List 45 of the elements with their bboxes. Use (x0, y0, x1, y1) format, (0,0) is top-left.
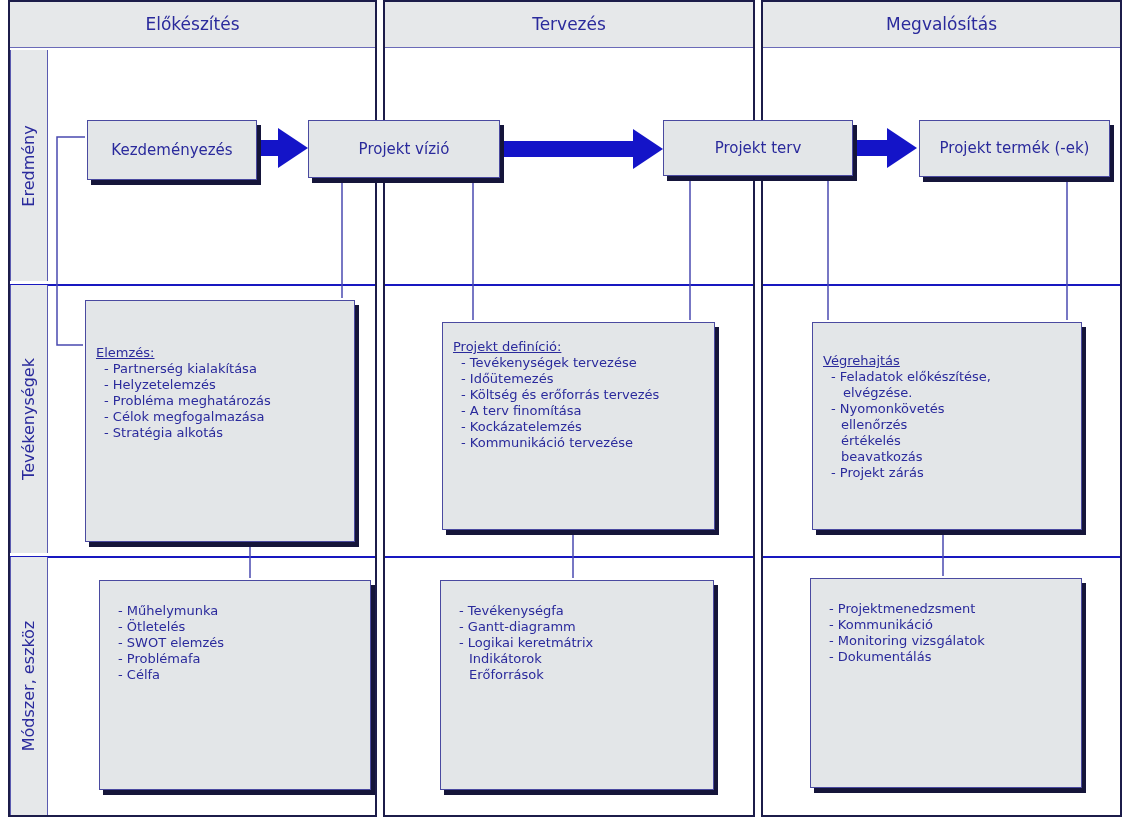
box-heading: Elemzés: (96, 345, 156, 361)
box-label: Projekt termék (-ek) (939, 138, 1090, 160)
list-item: beavatkozás (840, 449, 924, 465)
list-item: - Dokumentálás (828, 649, 933, 665)
list-item: - Műhelymunka (117, 603, 220, 619)
connector-line (56, 136, 86, 346)
box-heading: Végrehajtás (823, 353, 901, 369)
list-item: - Nyomonkövetés (830, 401, 946, 417)
row-title: Eredmény (18, 124, 39, 207)
list-item: - Időütemezés (460, 371, 555, 387)
list-item: Indikátorok (468, 651, 543, 667)
column-title: Előkészítés (145, 12, 240, 36)
row-title: Tevékenységek (18, 358, 39, 480)
box-label: Projekt vízió (358, 138, 450, 160)
list-item: - Tevékenységfa (458, 603, 565, 619)
column-title: Tervezés (532, 12, 606, 36)
list-item: - Feladatok előkészítése, elvégzése. (830, 369, 992, 401)
list-item: - Problémafa (117, 651, 202, 667)
list-item: - SWOT elemzés (117, 635, 226, 651)
list-item: - Gantt-diagramm (458, 619, 577, 635)
list-item: - A terv finomítása (460, 403, 583, 419)
list-item: - Célok megfogalmazása (103, 409, 266, 425)
list-item: - Monitoring vizsgálatok (828, 633, 986, 649)
list-item: ellenőrzés (840, 417, 909, 433)
list-item: értékelés (840, 433, 902, 449)
box-label: Projekt terv (714, 137, 802, 159)
row-title: Módszer, eszköz (18, 620, 39, 752)
list-item: - Ötletelés (117, 619, 187, 635)
list-item: - Tevékenységek tervezése (460, 355, 638, 371)
box-label: Kezdeményezés (111, 139, 233, 161)
list-item: - Kommunikáció tervezése (460, 435, 634, 451)
list-item: - Célfa (117, 667, 162, 683)
list-item: - Kommunikáció (828, 617, 935, 633)
list-item: - Projektmenedzsment (828, 601, 977, 617)
list-item: Erőforrások (468, 667, 545, 683)
list-item: - Partnerség kialakítása (103, 361, 258, 377)
list-item: - Probléma meghatározás (103, 393, 272, 409)
list-item: - Logikai keretmátrix (458, 635, 595, 651)
list-item: - Költség és erőforrás tervezés (460, 387, 661, 403)
list-item: - Stratégia alkotás (103, 425, 224, 441)
box-heading: Projekt definíció: (453, 339, 563, 355)
column-title: Megvalósítás (885, 12, 997, 36)
list-item: - Kockázatelemzés (460, 419, 583, 435)
list-item: - Projekt zárás (830, 465, 925, 481)
list-item: - Helyzetelemzés (103, 377, 217, 393)
